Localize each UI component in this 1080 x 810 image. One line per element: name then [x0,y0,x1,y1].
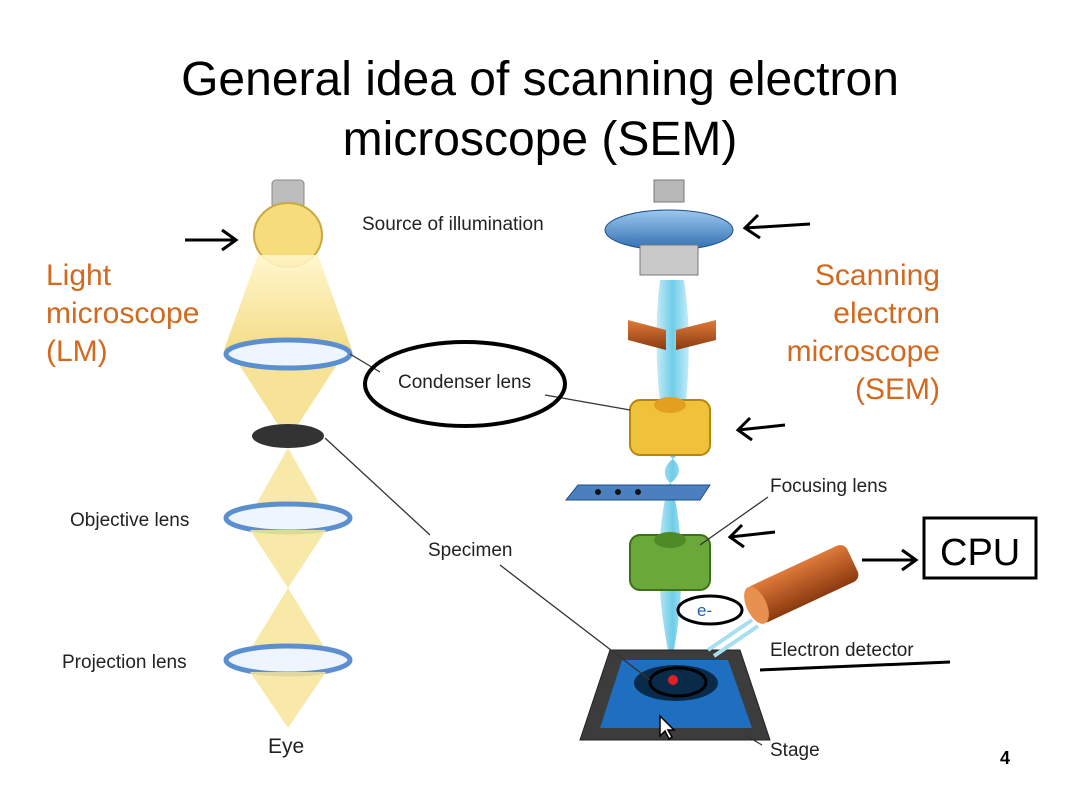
label-cpu: CPU [940,532,1020,574]
projection-lens-lm [223,643,353,677]
sem-title-line-4: (SEM) [855,373,940,406]
beam-spot [668,675,678,685]
label-condenser: Condenser lens [398,372,531,393]
label-electron: e- [697,601,712,620]
sem-title-line-1: Scanning [815,259,940,292]
lm-title-line-1: Light [46,259,112,292]
light-cone-lower2 [250,588,326,650]
light-cone-lower [250,530,326,588]
specimen-lm [252,424,324,448]
label-projection: Projection lens [62,652,187,673]
light-cone-bottom [250,672,326,728]
yellow-lens-hole [654,397,686,413]
emitted-electrons [706,618,760,658]
sem-column [564,179,1038,741]
electron-gun-body [639,244,699,276]
condenser-lens-sem-top [628,320,716,350]
label-objective: Objective lens [70,510,189,531]
electron-gun-disk [604,209,734,251]
condenser-label-oval [363,340,567,428]
title-line-2: microscope (SEM) [342,113,738,166]
light-cone-top [224,255,352,350]
green-lens-hole [654,532,686,548]
sem-title-line-3: microscope [787,335,940,368]
light-microscope [185,179,353,728]
objective-lens-lm [223,501,353,535]
light-cone-converge [236,360,340,440]
cpu-box [922,516,1038,580]
electron-circle [676,594,744,626]
arrow-to-cpu [862,548,919,572]
light-cone-mid [250,448,326,515]
label-stage: Stage [770,740,820,761]
title-line-1: General idea of scanning electron [181,53,899,106]
arrow-to-condenser [735,416,786,442]
label-eye: Eye [268,735,304,758]
page-number: 4 [1000,748,1011,768]
arrow-to-gun [742,213,811,240]
specimen-circle [648,666,708,698]
label-source: Source of illumination [362,214,544,235]
mouse-cursor-icon [659,714,676,741]
label-specimen: Specimen [428,540,513,561]
electron-gun-top [653,179,685,203]
arrow-to-focusing [727,523,776,549]
lm-title-line-3: (LM) [46,335,108,368]
label-focusing: Focusing lens [770,476,887,497]
lm-title-line-2: microscope [46,297,199,330]
label-detector: Electron detector [770,640,914,661]
detector-underline [759,660,951,672]
arrow-to-bulb [185,228,239,252]
electron-detector [744,544,859,624]
slide-title: General idea of scanning electron micros… [0,50,1080,170]
condenser-lens-lm [223,337,353,371]
sem-title-line-2: electron [833,297,940,330]
